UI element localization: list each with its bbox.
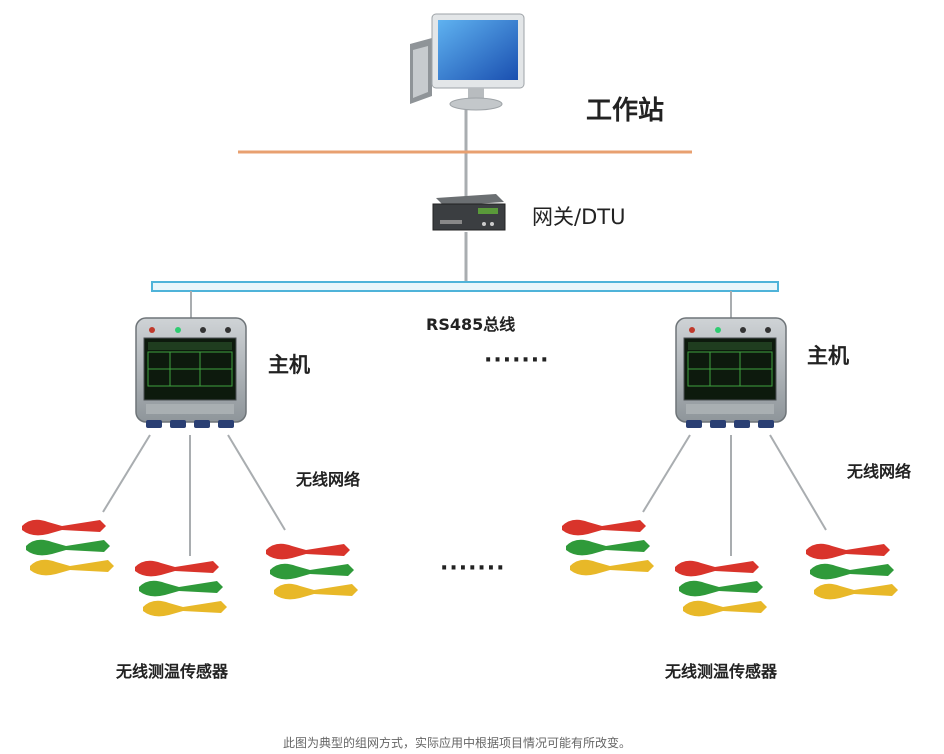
sensor-label-left: 无线测温传感器 [116,662,229,681]
sensor-group-icon [675,561,767,617]
sensor-group-icon [806,544,898,600]
gateway-label: 网关/DTU [532,205,626,229]
rs485-bus [151,281,779,292]
wireless-network-label-left: 无线网络 [296,470,361,489]
sensor-ellipsis: ······· [440,556,506,581]
bus-label: RS485总线 [426,315,516,334]
host-device-icon [135,317,247,428]
host-device-icon [675,317,787,429]
host-ellipsis: ······· [484,348,550,373]
sensor-label-right: 无线测温传感器 [665,662,778,681]
sensor-group-icon [135,561,227,617]
workstation-label: 工作站 [586,96,665,126]
sensor-group-icon [22,520,114,576]
host-label-left: 主机 [268,353,310,377]
diagram-caption: 此图为典型的组网方式，实际应用中根据项目情况可能有所改变。 [283,736,632,750]
wireless-links [102,434,827,556]
host-label-right: 主机 [807,344,849,368]
wireless-network-label-right: 无线网络 [847,462,912,481]
sensor-group-icon [266,544,358,600]
gateway-device-icon [432,194,506,231]
desktop-computer-icon [410,13,525,111]
sensor-group-icon [562,520,654,576]
